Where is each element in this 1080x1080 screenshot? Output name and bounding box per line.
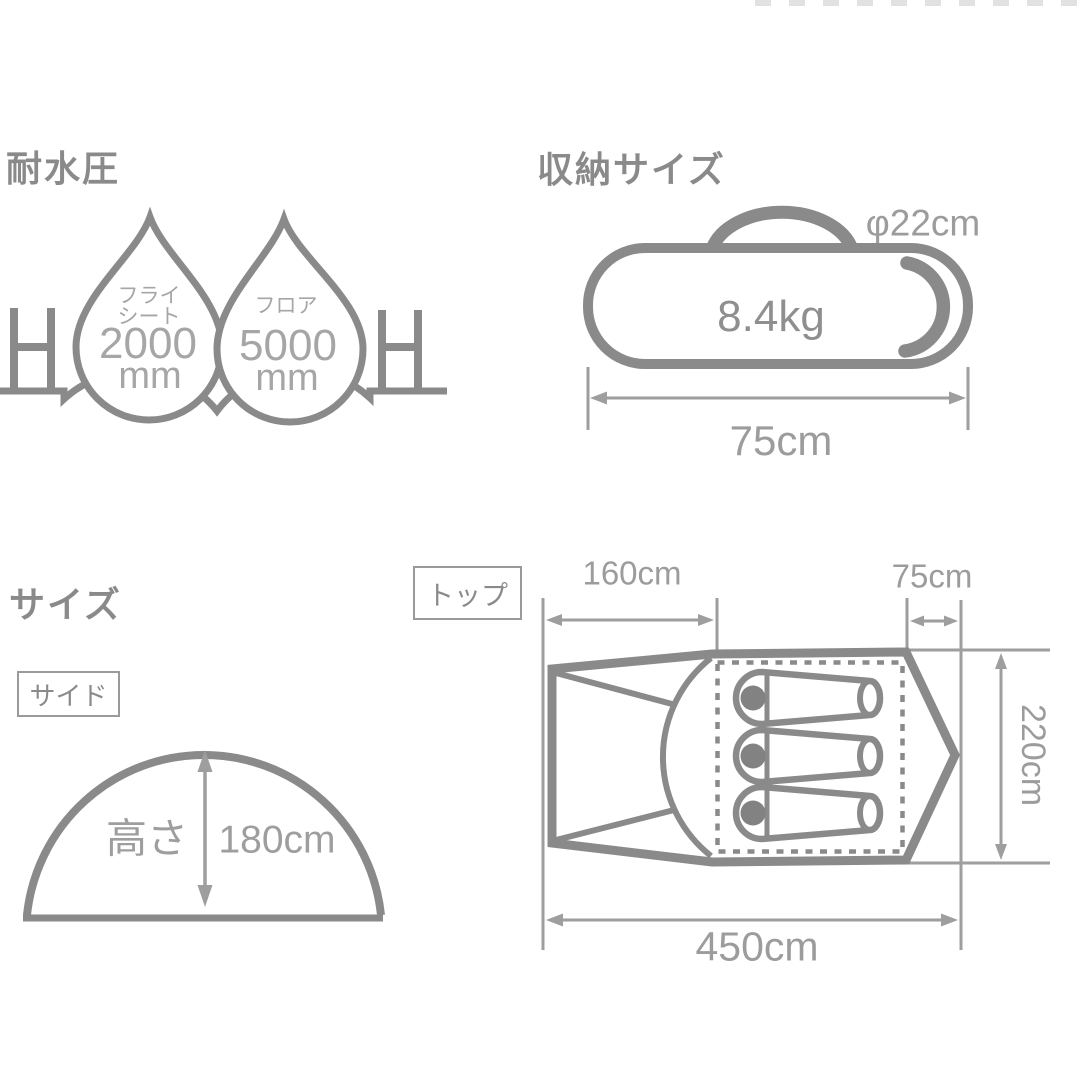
sleeper-head: [740, 743, 766, 769]
water-drop-flysheet: [72, 206, 226, 424]
storage-bag-graphic: [583, 205, 973, 430]
sleeping-bag-2: [732, 726, 884, 786]
bag-end-rim: [898, 256, 951, 358]
dim-160-label: 160cm: [582, 554, 682, 592]
dim-160-arrow: [546, 614, 714, 626]
sleeper-head: [740, 800, 766, 826]
height-value: 180cm: [218, 818, 336, 862]
water-drop-floor: [213, 208, 367, 426]
floor-label: フロア: [254, 294, 318, 318]
sleeping-bag-1: [732, 668, 884, 728]
cropped-text-artifact: [755, 0, 1080, 6]
side-view-graphic: [23, 750, 385, 922]
size-title: サイズ: [9, 584, 122, 625]
h-marker-right: [378, 310, 422, 390]
inner-door-arc: [660, 655, 713, 859]
vestibule-fold-bottom: [555, 807, 675, 843]
bag-length-label: 75cm: [729, 417, 833, 464]
sleeper-head: [740, 685, 766, 711]
dim-220-arrow: [995, 653, 1007, 860]
inner-tent-dashed: [715, 660, 905, 854]
h-marker-left: [10, 308, 55, 390]
flysheet-value: 2000: [99, 319, 197, 368]
floor-value: 5000: [239, 321, 337, 370]
bag-handle: [705, 205, 859, 256]
side-view-tag: サイド: [17, 671, 120, 717]
water-resistance-graphic: [0, 206, 447, 426]
vestibule-fold-top: [555, 670, 673, 707]
side-view-tag-label: サイド: [29, 680, 108, 711]
flysheet-label-line2: シート: [117, 305, 181, 329]
dim-75-arrow: [910, 615, 958, 627]
bag-body: [583, 243, 973, 369]
dim-220-label: 220cm: [1014, 703, 1052, 807]
bag-diameter-label: φ22cm: [865, 202, 981, 244]
bag-length-dimension: [586, 367, 970, 430]
witness-lines: [541, 598, 1050, 950]
dim-450-label: 450cm: [695, 923, 819, 970]
top-view-graphic: [541, 598, 1050, 950]
flysheet-unit: mm: [118, 355, 182, 397]
top-view-tag: トップ: [413, 566, 522, 620]
flysheet-label-line1: フライ: [117, 284, 181, 308]
floor-unit: mm: [255, 357, 319, 399]
height-dimension: [197, 750, 213, 907]
top-view-tag-label: トップ: [427, 580, 508, 611]
sleeping-bag-3: [732, 783, 884, 843]
height-label: 高さ: [106, 815, 188, 862]
bag-weight-label: 8.4kg: [717, 292, 825, 341]
storage-size-title: 収納サイズ: [537, 149, 726, 190]
dim-75-label: 75cm: [891, 557, 973, 595]
water-resistance-title: 耐水圧: [6, 148, 121, 189]
dim-450-arrow: [546, 913, 958, 927]
